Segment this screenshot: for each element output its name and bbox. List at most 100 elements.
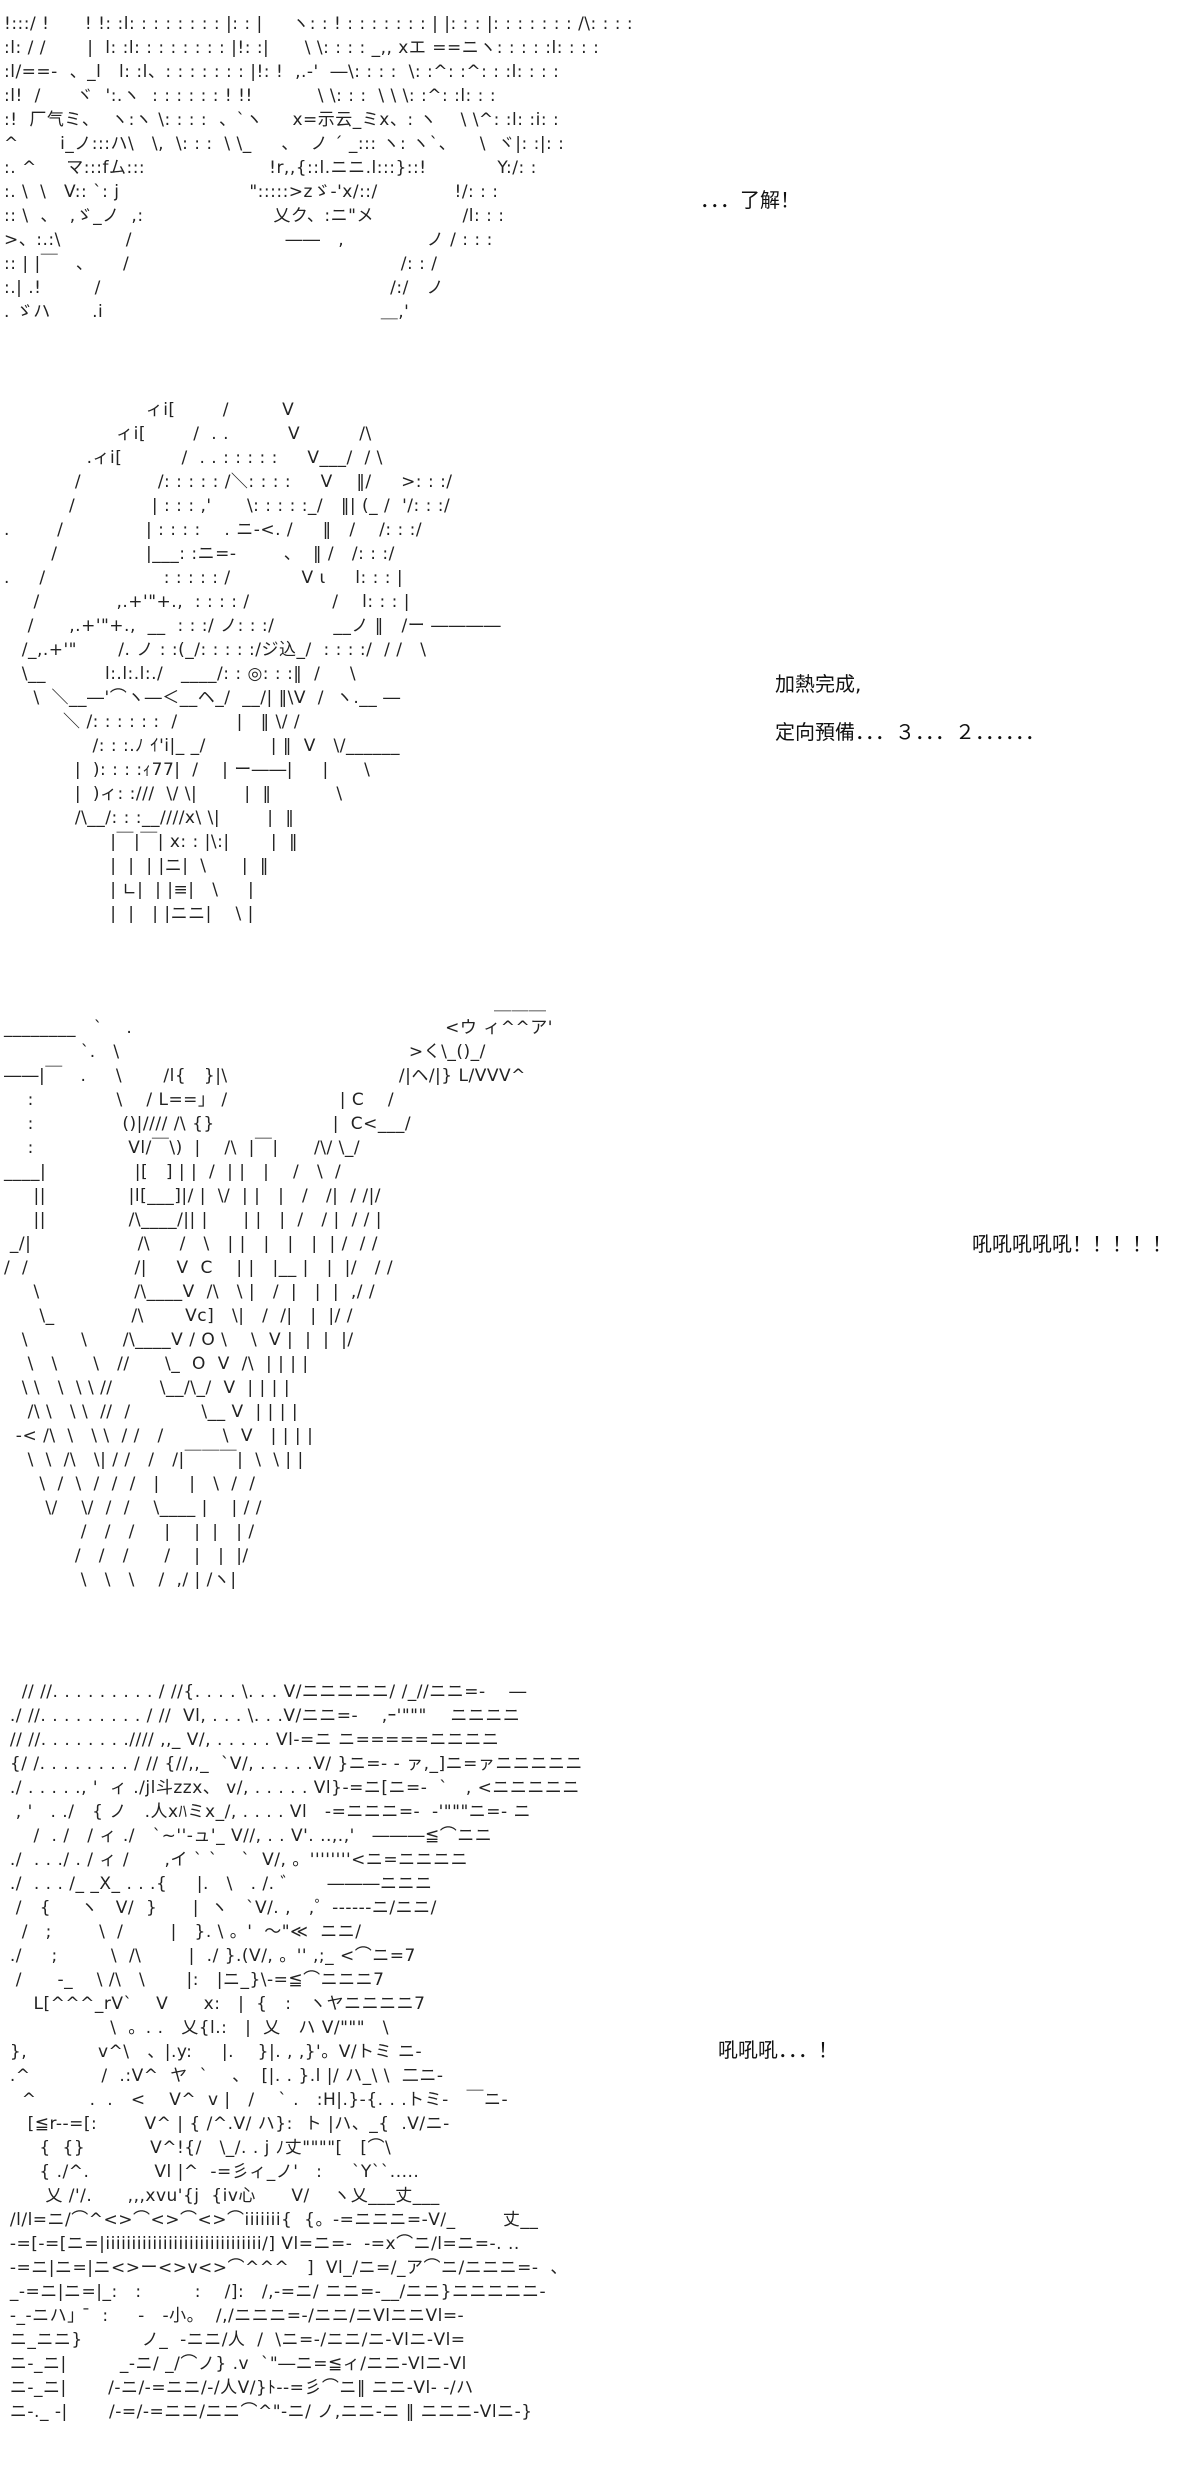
dialogue-roar: 吼吼吼吼吼！！！！！: [972, 1232, 1172, 1256]
art-line: \ /\____V /\ \ | / | | | ,/ /: [4, 1282, 376, 1302]
art-line: !:::/ ! ! !: :l: : : : : : : : |: : | ヽ:…: [4, 14, 634, 34]
art-line: | | | |ニ| \ | ‖: [4, 856, 269, 876]
art-line: ニ-_ニ| _-ニ/ _/⌒ノ} .v `"―ニ=≦ィ/ニニ-Vlニ-Vl: [4, 2354, 467, 2374]
art-line: [≦r--=[: V^ | { /^.V/ ハ}: ト |ハ、_{ .V/ニ-: [4, 2114, 450, 2134]
art-line: ./ //. . . . . . . . . / // Vl, . . . \.…: [4, 1706, 521, 1726]
art-line: :l! / ヾ ':.ヽ : : : : : : ! !! \ \: : : \…: [4, 86, 497, 106]
art-line: | ∟| | |≡| \ |: [4, 880, 255, 900]
art-line: :! 厂气ミ、 ヽ:ヽ \: : : : 、`ヽ x=示云_ミx、: ヽ \ \…: [4, 110, 560, 130]
art-line: . / : : : : : / V ι l: : : |: [4, 568, 404, 588]
art-line: _-=ニ|ニ=|_: : : /]: /,-=ニ/ ニニ=-__/ニニ}ニニニニ…: [4, 2282, 547, 2302]
art-line: /\__/: : :__////x\ \| | ‖: [4, 808, 295, 828]
art-line: 乂 /'/. ,,,xvu'{j {iv心 V/ ヽ乂___丈___: [4, 2186, 440, 2206]
art-line: | ): : : :ｨ77| / | ー――| | \: [4, 760, 371, 780]
art-line: {/ /. . . . . . . . / // {//,,_ `V/, . .…: [4, 1754, 583, 1774]
art-line: ./ . . . /_ _X_ . . .{ |. \ . /. ゛ ―――ニニ…: [4, 1874, 433, 1894]
art-line: ニ-._ -| /-=/-=ニニ/ニニ⌒^"-ニ/ ノ,ニニ-ニ ‖ ニニニ-V…: [4, 2402, 533, 2422]
art-line: ニ-_ニ| /-ニ/-=ニニ/-/人V/}ﾄ--=彡⌒ニ‖ ニニ-Vl- -/ハ: [4, 2378, 474, 2398]
art-line: / -_ \ /\ \ |: |ニ_}\-=≦⌒ニニニ7: [4, 1970, 385, 1990]
art-line: ^ . . < V^ v | / ` . :H|.}-{. . .トミ- ￣ニ-: [4, 2090, 509, 2110]
ascii-art-panel-3: ＿＿＿ ________ ` . <ウ ィ^^ア' `. \ >く\_()_/ ――…: [4, 992, 553, 1592]
dialogue-roar-short: 吼吼吼．．．！: [718, 2038, 838, 2062]
art-line: :. \ \ V:: `: j ":::::>zゞ-'x/::/ !/: : :: [4, 182, 499, 202]
art-line: { {} V^!{/ \_/. . j ﾉ丈""""[ [⌒\: [4, 2138, 392, 2158]
art-line: / { ヽ V/ } | ヽ `V/. , ,゜------ニ/ニニ/: [4, 1898, 437, 1918]
art-line: . ゞハ .i ＿,': [4, 302, 410, 322]
art-line: :l/==- 、_l l: :l、: : : : : : : |!: ! ,.-…: [4, 62, 560, 82]
art-line: / | : : : ,' \: : : : :_/ ‖| (_ / '/: : …: [4, 496, 451, 516]
ascii-art-panel-2: ィi[ / V ィi[ / . . V /\ .ィi[ / . . : : : …: [4, 398, 501, 926]
art-line: / / / / | | |/: [4, 1546, 249, 1566]
art-line: /: : :.ﾉ ｲ'i|_ _/ | ‖ V \/______: [4, 736, 401, 756]
art-line: \ ＼__―'⌒ヽ―＜__ヘ_/ __/| ‖\V / ヽ.__ ―: [4, 688, 401, 708]
art-line: \ / \ / / / | | \ / /: [4, 1474, 256, 1494]
art-line: \ \ /\ \| / / / /|￣￣￣| \ \ | |: [4, 1450, 304, 1470]
art-line: :: | |￣ 、 / /: : /: [4, 254, 438, 274]
art-line: , ' . ./ { ノ .人xﾊミx_/, . . . . Vl -=ニニニ=…: [4, 1802, 532, 1822]
ascii-art-panel-1: !:::/ ! ! !: :l: : : : : : : : |: : | ヽ:…: [4, 12, 633, 324]
art-line: / / /| V C | | |__ | | |/ / /: [4, 1258, 394, 1278]
art-line: / /: : : : : /＼: : : : V ‖/ >: : :/: [4, 472, 453, 492]
dialogue-acknowledged: ．．．了解！: [700, 188, 800, 212]
art-line: / ,.+'"+., __ : : :/ ノ: : :/ __ノ ‖ /ー ――…: [4, 616, 502, 636]
art-line: : Vl/￣\) | /\ |￣| /\/ \_/: [4, 1138, 361, 1158]
ascii-art-panel-4: // //. . . . . . . . . / //{. . . . \. .…: [4, 1680, 583, 2424]
art-line: | | | |ニニ| \ |: [4, 904, 254, 924]
art-line: \/ \/ / / \____ | | / /: [4, 1498, 263, 1518]
art-line: ^ i_ノ:::ハ\ \, \: : : \ \_ 、 ノ ´ _::: ヽ: …: [4, 134, 565, 154]
dialogue-countdown: 定向預備．．．３．．．２．．．．．．: [775, 720, 1045, 744]
art-line: :. ^ マ:::fム::: !r,,{::l.ニニ.l:::}::! Y:/:…: [4, 158, 537, 178]
art-line: / . / / ィ ./ `~''‐ュ'_ V//, . . V'. ..,.,…: [4, 1826, 493, 1846]
art-line: -=ニ|ニ=|ニ<>ー<>v<>⌒^^^ ] Vl_/ニ=/_ア⌒ニ/ニニニ=-…: [4, 2258, 568, 2278]
art-line: }, v^\ 、|.y: |. }|. , ,}'。V/トミ ニ-: [4, 2042, 423, 2062]
art-line: ./ . . ./ . / ィ / ,イ ` ` ` V/, 。''''''''…: [4, 1850, 469, 1870]
art-line: : ()|//// /\ {} | C<___/: [4, 1114, 412, 1134]
art-line: -_-ニハ」 ̄ : - -小。 /,/ニニニ=-/ニニ/ニVlニニVl=-: [4, 2306, 465, 2326]
art-line: ニ_ニニ} ノ_ -ニニ/人 / \ニ=-/ニニ/ニ-Vlニ-Vl=: [4, 2330, 466, 2350]
art-line: || /\____/|| | | | | / / | / / |: [4, 1210, 383, 1230]
art-line: : \ / L==」 / | C /: [4, 1090, 395, 1110]
art-line: -< /\ \ \ \ / / / \ V | | | |: [4, 1426, 314, 1446]
art-line: :.| .! / /:/ ノ: [4, 278, 445, 298]
art-line: // //. . . . . . . .//// ,,_ V/, . . . .…: [4, 1730, 500, 1750]
art-line: ____| |[ ] | | / | | | / \ /: [4, 1162, 359, 1182]
art-line: ________ ` . <ウ ィ^^ア': [4, 1018, 553, 1038]
art-line: `. \ >く\_()_/: [4, 1042, 486, 1062]
art-line: ィi[ / . . V /\: [4, 424, 372, 444]
art-line: \_ /\ Vc] \| / /| | |/ /: [4, 1306, 353, 1326]
art-line: / / / | | | | /: [4, 1522, 255, 1542]
art-line: . / | : : : : . ニ-<. / ‖ / /: : :/: [4, 520, 423, 540]
art-line: / |___: :ニ=- 、 ‖ / /: : :/: [4, 544, 395, 564]
art-line: ./ ; \ /\ | ./ }.(V/, 。'' ,;_ <⌒ニ=7: [4, 1946, 416, 1966]
art-line: // //. . . . . . . . . / //{. . . . \. .…: [4, 1682, 527, 1702]
art-line: |￣|￣| x: : |\:| | ‖: [4, 832, 298, 852]
art-line: .^ / .:V^ ヤ ` 、 [|. . }.l |/ ハ_\ \ 二ニ-: [4, 2066, 444, 2086]
art-line: ィi[ / V: [4, 400, 295, 420]
art-line: _/| /\ / \ | | | | | | / / /: [4, 1234, 378, 1254]
art-line: / ; \ / | }. \ 。' ～"≪ ニニ/: [4, 1922, 362, 1942]
art-line: | )ィ: :/// \/ \| | ‖ \: [4, 784, 343, 804]
art-line: \ 。. . 乂{l.: | 乂 ハ V/""" \: [4, 2018, 390, 2038]
art-line: \ \ \ / ,/ | /ヽ|: [4, 1570, 237, 1590]
art-line: :: \ 、 ,ゞ_ノ ,: 乂ク、:ニ"メ /l: : :: [4, 206, 505, 226]
art-line: /\ \ \ \ // / \__ V | | | |: [4, 1402, 299, 1422]
art-line: -=[-=[ニ=|iiiiiiiiiiiiiiiiiiiiiiiiiiiiii/…: [4, 2234, 520, 2254]
art-line: .ィi[ / . . : : : : : V___/ / \: [4, 448, 383, 468]
art-line: { ./^. Vl |^ -=彡ィ_ノ' : `Y``.....: [4, 2162, 420, 2182]
art-line: || |l[___]|/ | \/ | | | / /| / /|/: [4, 1186, 382, 1206]
art-line: ＿＿＿: [4, 994, 547, 1014]
art-line: L[^^^_rV` V x: | { : ヽヤニニニニ7: [4, 1994, 426, 2014]
art-line: \ \ /\____V / O \ \ V | | | |/: [4, 1330, 354, 1350]
art-line: :l: / / | l: :l: : : : : : : : |!: :| \ …: [4, 38, 600, 58]
art-line: >、:.:\ / ―― , ノ / : : :: [4, 230, 493, 250]
art-line: ＼ /: : : : : : / | ‖ \/ /: [4, 712, 301, 732]
dialogue-heating-complete: 加熱完成,: [775, 672, 862, 696]
art-line: \ \ \ \ \ // \__/\_/ V | | | |: [4, 1378, 291, 1398]
art-line: / ,.+'"+., : : : : / / l: : : |: [4, 592, 410, 612]
art-line: \__ l:.l:.l:./ ____/: : ◎: : :‖ / \: [4, 664, 357, 684]
art-line: ./ . . . . ., ' ィ ./jl斗zzx、 v/, . . . . …: [4, 1778, 580, 1798]
art-line: ――|￣ . \ /l{ }|\ /|ヘ/|} L/VVV^: [4, 1066, 526, 1086]
art-line: /l/l=ニ/⌒^<>⌒<>⌒<>⌒iiiiiii{ {。-=ニニニ=-V/_ …: [4, 2210, 539, 2230]
art-line: /_,.+'" /. ノ : :(_/: : : : :/ジ込_/ : : : …: [4, 640, 427, 660]
art-line: \ \ \ // \_ O V /\ | | | |: [4, 1354, 309, 1374]
